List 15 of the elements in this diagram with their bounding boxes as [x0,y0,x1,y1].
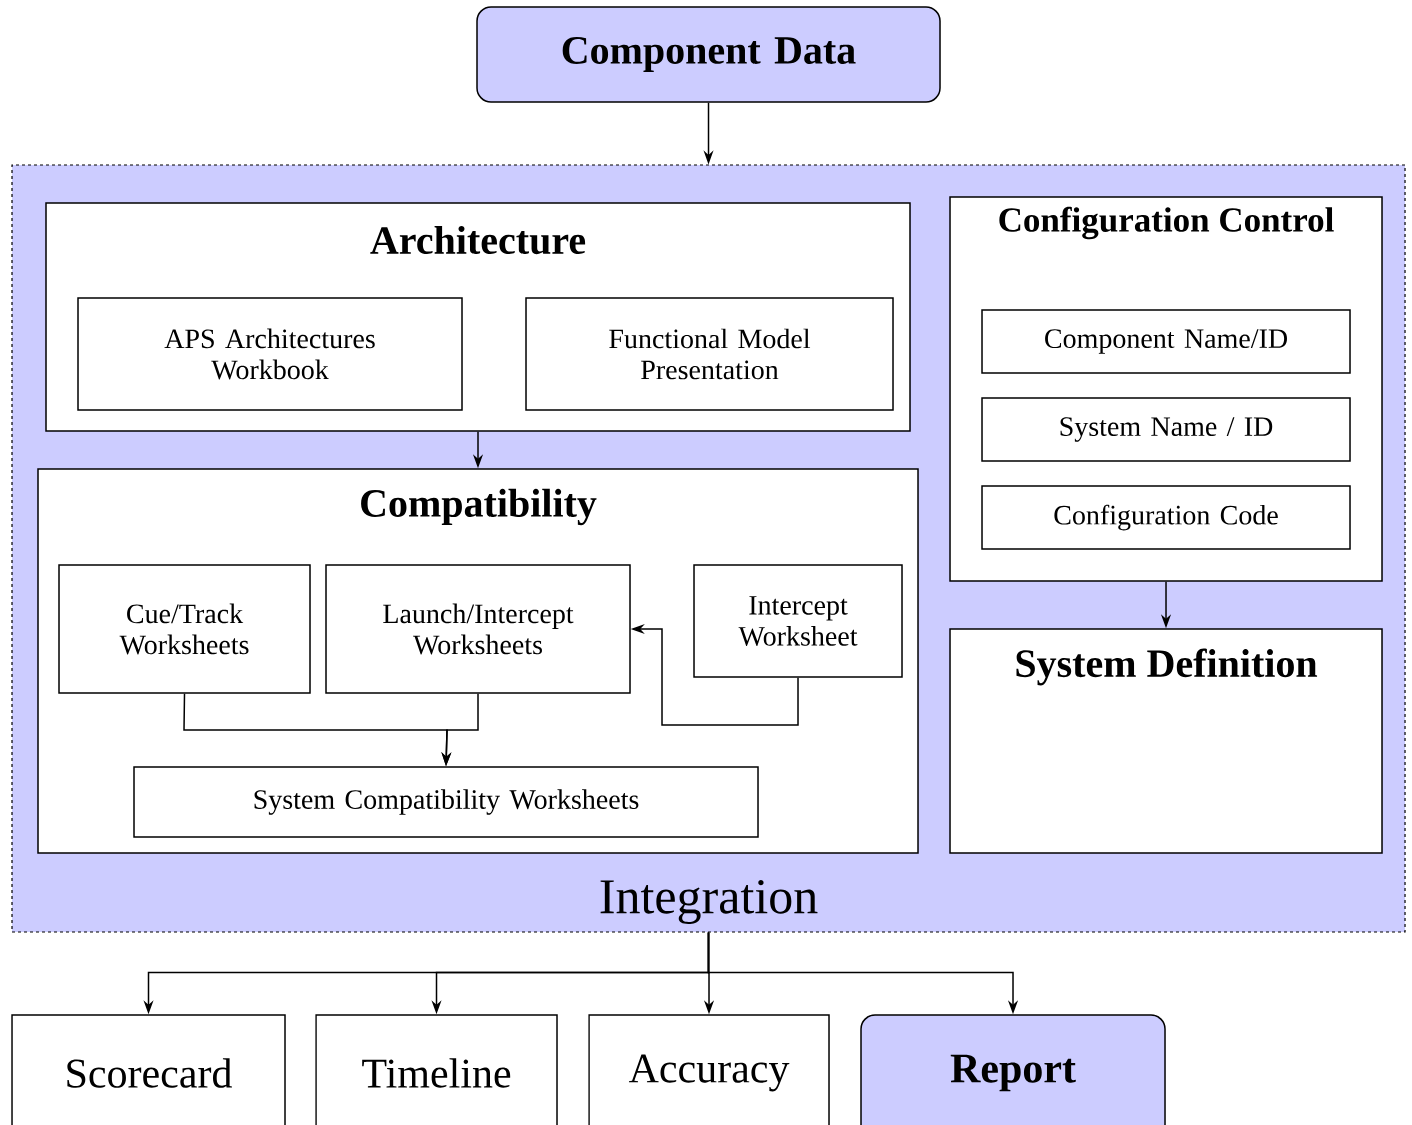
process-box: System Name / ID [981,397,1351,462]
process-box: Component Name/ID [981,309,1351,374]
process-box: Intercept Worksheet [693,564,903,678]
output-box: Accuracy [588,1014,830,1125]
process-box: APS Architectures Workbook [77,297,463,411]
process-box: Launch/Intercept Worksheets [325,564,631,694]
output-box: Timeline [315,1014,558,1125]
process-box: System Compatibility Worksheets [133,766,759,838]
process-box: Functional Model Presentation [525,297,894,411]
process-box: Component Data [476,6,941,103]
process-box: Cue/Track Worksheets [58,564,311,694]
process-box: Configuration Code [981,485,1351,550]
group-box: System Definition [949,628,1383,854]
output-box: Scorecard [11,1014,286,1125]
output-box: Report [860,1014,1166,1125]
